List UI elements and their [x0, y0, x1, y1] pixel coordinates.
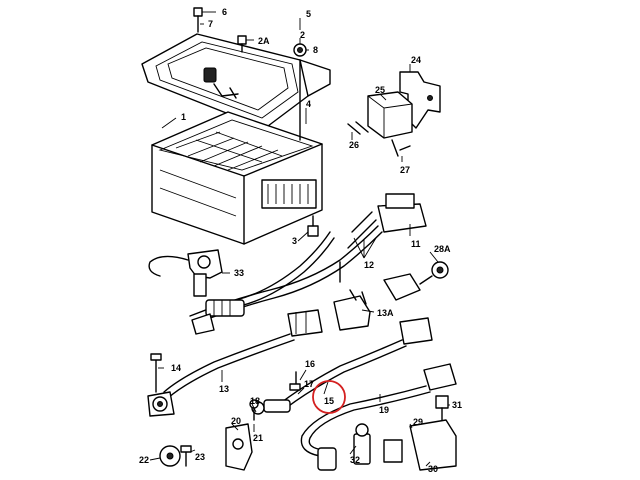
- callout-c2: 2: [300, 30, 305, 40]
- callout-c20: 20: [231, 416, 241, 426]
- callout-c23: 23: [195, 452, 205, 462]
- cover-bolts: [193, 7, 319, 237]
- callout-c13: 13: [219, 384, 229, 394]
- callout-c29: 29: [413, 417, 423, 427]
- callout-c17: 17: [304, 379, 314, 389]
- sensor-33: [148, 249, 223, 297]
- oxygen-sensor: [191, 231, 335, 335]
- callout-c13a: 13A: [377, 308, 394, 318]
- knock-sensor-harness: [147, 309, 323, 417]
- highlight-circle: [312, 380, 346, 414]
- callout-c24: 24: [411, 55, 421, 65]
- callout-c33: 33: [234, 268, 244, 278]
- bottom-left-parts: [159, 399, 259, 471]
- speed-sensor-harness: [251, 317, 433, 415]
- callout-c1: 1: [181, 112, 186, 122]
- callout-c2a: 2A: [258, 36, 270, 46]
- callout-c18: 18: [250, 396, 260, 406]
- callout-c15: 15: [324, 396, 334, 406]
- callout-c14: 14: [171, 363, 181, 373]
- callout-c30: 30: [428, 464, 438, 474]
- callout-c12: 12: [364, 260, 374, 270]
- callout-c27: 27: [400, 165, 410, 175]
- leader-lines: [149, 11, 450, 467]
- callout-c7: 7: [208, 19, 213, 29]
- engine-control-module: [151, 111, 323, 245]
- callout-c6: 6: [222, 7, 227, 17]
- callout-c31: 31: [452, 400, 462, 410]
- harness-19: [300, 363, 457, 471]
- callout-c28a: 28A: [434, 244, 451, 254]
- callout-c22: 22: [139, 455, 149, 465]
- callout-c16: 16: [305, 359, 315, 369]
- bottom-right-parts: [383, 395, 457, 471]
- callout-c21: 21: [253, 433, 263, 443]
- module-cover-gasket: [141, 33, 331, 127]
- callout-c26: 26: [349, 140, 359, 150]
- callout-c8: 8: [313, 45, 318, 55]
- relay-bracket: [347, 71, 441, 157]
- callout-c4: 4: [306, 99, 311, 109]
- callout-c11: 11: [411, 239, 421, 249]
- callout-c25: 25: [375, 85, 385, 95]
- callout-c3: 3: [292, 236, 297, 246]
- callout-c19: 19: [379, 405, 389, 415]
- wiring-harness-upper: [189, 193, 427, 325]
- callout-c32: 32: [350, 455, 360, 465]
- callout-c5: 5: [306, 9, 311, 19]
- connector-13a: [333, 261, 449, 331]
